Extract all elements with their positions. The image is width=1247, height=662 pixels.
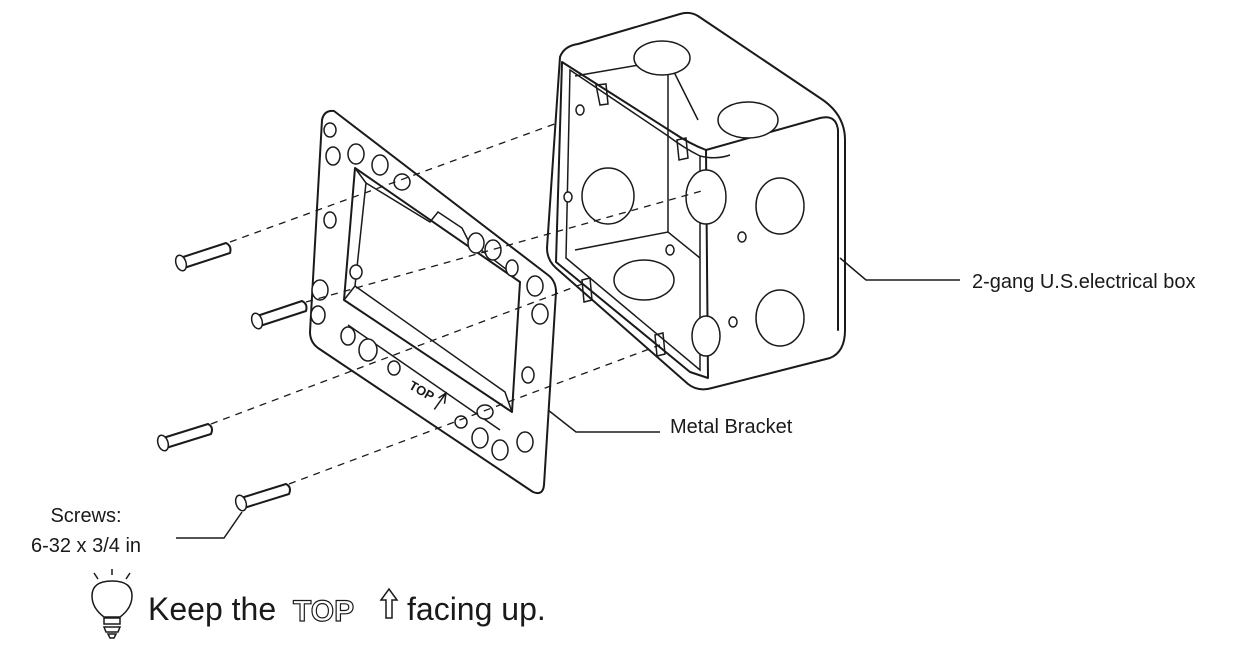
screws-label-line1: Screws:: [50, 505, 121, 527]
electrical-box: [546, 11, 846, 391]
box-label: 2-gang U.S.electrical box: [972, 271, 1195, 293]
tip-top-word: TOP: [293, 595, 354, 628]
alignment-lines: [210, 121, 706, 485]
up-arrow-icon: [379, 587, 399, 619]
bracket-leader-line: [547, 409, 660, 433]
bracket-holes: [310, 122, 549, 461]
tip-text-after: facing up.: [407, 591, 546, 627]
bracket-up-arrow-icon: [433, 391, 447, 410]
tip-text-before: Keep the: [148, 591, 276, 627]
lightbulb-icon: [91, 569, 133, 639]
screws-label-line2: 6-32 x 3/4 in: [31, 535, 141, 557]
screw-3: [156, 423, 213, 452]
screw-2: [250, 300, 308, 330]
screw-1: [174, 242, 232, 272]
bracket-top-stamp: TOP: [407, 378, 438, 404]
screws-leader-line: [176, 511, 243, 539]
metal-bracket: TOP: [309, 109, 557, 495]
screw-4: [234, 483, 291, 512]
bracket-label: Metal Bracket: [670, 416, 793, 438]
box-leader-line: [839, 257, 960, 281]
